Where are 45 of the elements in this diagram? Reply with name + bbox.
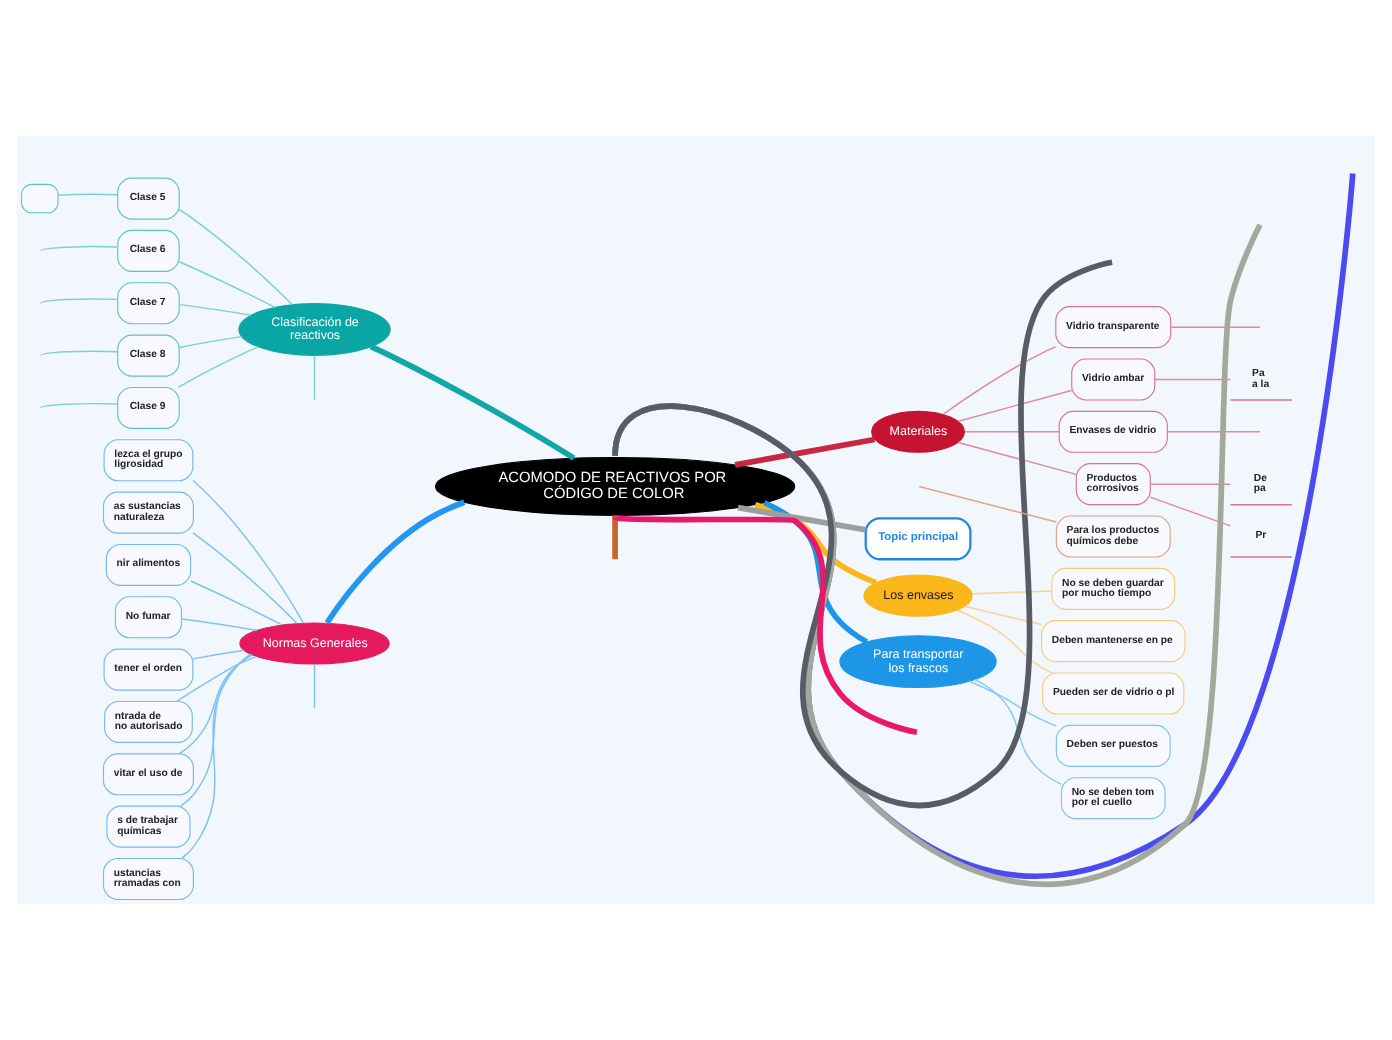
connector	[192, 479, 304, 624]
connector	[40, 245, 119, 252]
connector	[178, 654, 254, 755]
connector	[176, 655, 258, 702]
connector	[1154, 378, 1232, 381]
connector	[968, 680, 1058, 727]
connector	[40, 402, 119, 409]
connector	[918, 485, 1058, 523]
connector	[190, 580, 283, 626]
connector	[40, 298, 119, 304]
connector	[614, 514, 918, 735]
connector	[963, 605, 1043, 626]
connector	[942, 346, 1057, 415]
connector	[737, 504, 866, 533]
connector	[971, 590, 1053, 595]
connector	[181, 653, 252, 860]
connector	[192, 649, 245, 660]
connector	[1170, 326, 1261, 328]
connector	[957, 389, 1073, 422]
connector	[40, 350, 119, 357]
connector	[324, 499, 466, 625]
connector	[1166, 431, 1261, 433]
connector	[964, 431, 1060, 433]
connector	[178, 335, 243, 349]
connector	[178, 303, 252, 317]
connector	[313, 663, 316, 710]
connector	[177, 346, 259, 389]
connector	[1149, 483, 1232, 485]
connector	[612, 259, 1113, 808]
node-box	[21, 183, 59, 214]
connector	[313, 354, 316, 401]
connector	[180, 653, 253, 807]
connector	[57, 193, 119, 197]
connector	[973, 678, 1062, 785]
connector	[178, 261, 276, 309]
connector	[192, 532, 298, 625]
connector	[612, 515, 618, 560]
connector	[369, 344, 576, 461]
connector	[734, 436, 876, 468]
connector	[763, 500, 869, 645]
connector	[957, 441, 1077, 476]
connector	[180, 618, 258, 632]
connector	[956, 609, 1053, 674]
connector	[1149, 496, 1232, 527]
connector	[178, 209, 293, 306]
